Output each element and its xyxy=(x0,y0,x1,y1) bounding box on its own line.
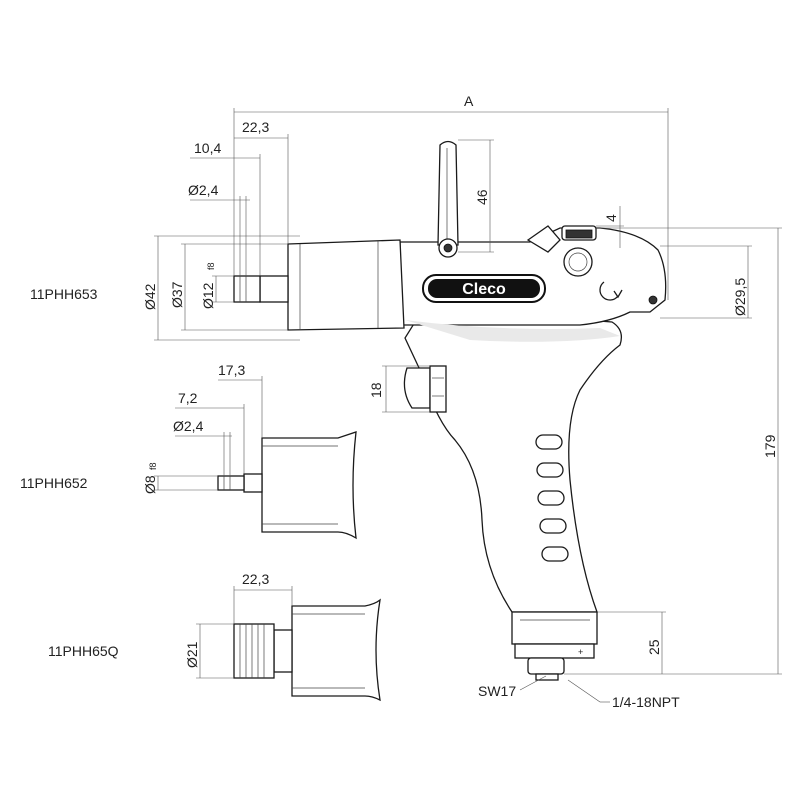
dim-4: 4 xyxy=(603,214,619,222)
dim-sw17: SW17 xyxy=(478,683,516,699)
attachment-652 xyxy=(217,431,357,540)
brand-text: Cleco xyxy=(462,281,506,298)
dim-2-4-mid: Ø2,4 xyxy=(173,418,204,434)
model-653-label: 11PHH653 xyxy=(30,286,98,302)
front-housing xyxy=(287,239,405,331)
model-labels: 11PHH653 11PHH652 11PHH65Q xyxy=(20,286,119,659)
dim-21: Ø21 xyxy=(184,641,200,668)
dim-22-3-top: 22,3 xyxy=(242,119,269,135)
attachment-65q xyxy=(233,598,381,702)
dim-37: Ø37 xyxy=(169,281,185,308)
dim-npt: 1/4-18NPT xyxy=(612,694,680,710)
dimension-lines xyxy=(154,108,782,703)
dim-8-tol: f8 xyxy=(148,462,158,470)
dim-12: Ø12 xyxy=(200,282,216,309)
reverse-button xyxy=(526,225,597,277)
trigger xyxy=(403,365,447,413)
dim-8: Ø8 xyxy=(142,475,158,494)
dim-10-4: 10,4 xyxy=(194,140,221,156)
spindle-653 xyxy=(233,275,289,303)
dim-7-2: 7,2 xyxy=(178,390,198,406)
dim-22-3-bottom: 22,3 xyxy=(242,571,269,587)
dim-a: A xyxy=(464,93,474,109)
pistol-grip xyxy=(404,317,623,613)
rear-screw xyxy=(648,295,658,305)
air-inlet: + xyxy=(511,611,598,681)
svg-text:+: + xyxy=(578,647,583,657)
dim-29-5: Ø29,5 xyxy=(732,278,748,316)
dim-25: 25 xyxy=(646,639,662,655)
brand-logo: Cleco xyxy=(422,274,546,303)
dim-46: 46 xyxy=(474,189,490,205)
suspension-bail xyxy=(437,140,459,258)
tool-body: Cleco + xyxy=(233,140,667,681)
grip-ridges xyxy=(535,434,569,562)
model-652-label: 11PHH652 xyxy=(20,475,88,491)
dim-18: 18 xyxy=(368,382,384,398)
dim-12-tol: f8 xyxy=(206,262,216,270)
dim-42: Ø42 xyxy=(142,283,158,310)
dim-2-4-top: Ø2,4 xyxy=(188,182,219,198)
model-65q-label: 11PHH65Q xyxy=(48,643,119,659)
dim-17-3: 17,3 xyxy=(218,362,245,378)
rotation-arrow-icon xyxy=(599,281,623,301)
dimension-labels: A 22,3 10,4 Ø2,4 46 4 Ø42 Ø37 Ø12 f8 Ø29… xyxy=(142,93,778,710)
dim-179: 179 xyxy=(762,434,778,458)
